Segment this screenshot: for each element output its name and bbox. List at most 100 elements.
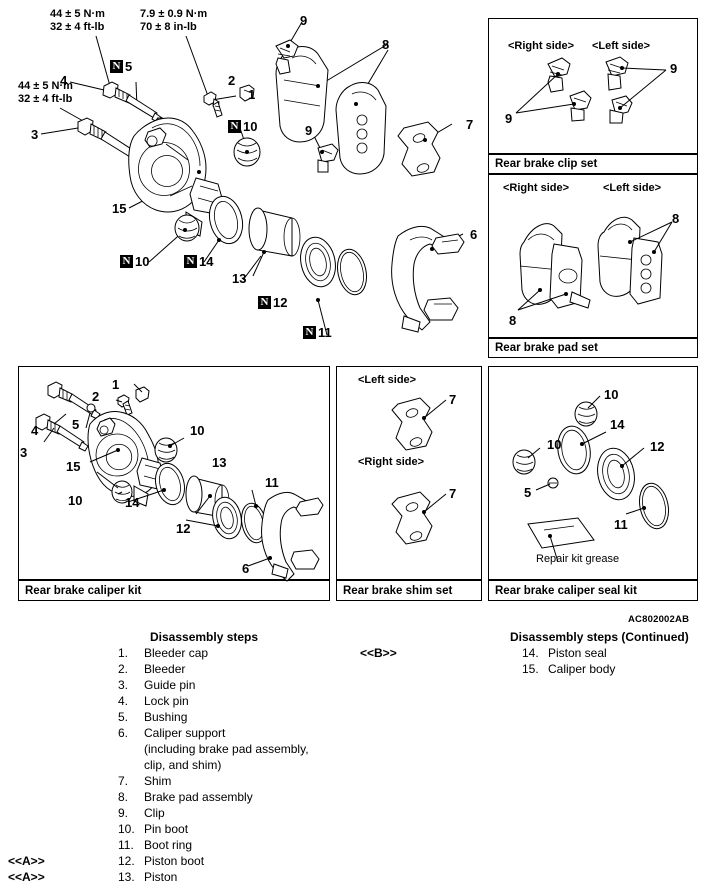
non-reusable-icon: N (303, 326, 316, 339)
caliper-body-art (128, 117, 223, 237)
torque-spec-1: 44 ± 5 N·m 32 ± 4 ft-lb (50, 8, 105, 33)
callout-13: 13 (232, 271, 247, 286)
shim-art (397, 121, 441, 177)
disassembly-step-row: 6. Caliper support (118, 725, 309, 741)
step-number: 13. (118, 870, 135, 884)
disassembly-step-row: 3.Guide pin (118, 677, 309, 693)
clip-art-2 (317, 143, 339, 173)
disassembly-step-row: 4. Lock pin (118, 693, 309, 709)
step-number: 14. (522, 646, 539, 660)
seal-kit-caption-bar: Rear brake caliper seal kit (488, 580, 698, 601)
disassembly-step-row: clip, and shim) (118, 757, 309, 773)
clip-set-callout-left: 9 (505, 111, 513, 126)
step-number (118, 741, 144, 757)
caliper-kit-callout-15: 15 (66, 459, 81, 474)
clip-set-art (515, 56, 667, 124)
step-number: 5. (118, 710, 129, 724)
non-reusable-icon: N (120, 255, 133, 268)
pad-set-callout-right: 8 (672, 211, 680, 226)
piston-boot-art (300, 236, 336, 288)
caliper-kit-callout-12: 12 (176, 521, 191, 536)
non-reusable-icon: N (110, 60, 123, 73)
disassembly-step-row: 11. Boot ring (118, 837, 309, 853)
marker-b: <<B>> (360, 646, 397, 660)
non-reusable-icon: N (184, 255, 197, 268)
clip-set-caption: Rear brake clip set (495, 158, 598, 170)
step-number: 9. (118, 806, 129, 820)
piston-seal-art (208, 195, 244, 245)
callout-n10-lower: N 10 (120, 255, 149, 268)
callout-8: 8 (382, 37, 390, 52)
clip-art-1 (275, 39, 299, 75)
callout-1: 1 (248, 87, 256, 102)
piston-art (248, 207, 301, 257)
marker-a-1: <<A>> (8, 854, 45, 868)
bleeder-art (203, 91, 223, 118)
step-text: Guide pin (144, 678, 196, 692)
disassembly-step-row: 7.Shim (118, 773, 309, 789)
marker-a-2: <<A>> (8, 870, 45, 884)
step-number: 6. (118, 726, 129, 740)
shim-set-callout-top: 7 (449, 392, 457, 407)
boot-ring-art (336, 248, 368, 296)
disassembly-step-row: 14. Piston seal (522, 645, 615, 661)
seal-kit-callout-12: 12 (650, 439, 665, 454)
drawing-id: AC802002AB (628, 614, 690, 625)
lock-pin-art (102, 81, 163, 124)
disassembly-steps-continued-heading: Disassembly steps (Continued) (510, 630, 689, 644)
step-text: Boot ring (144, 838, 193, 852)
disassembly-step-row: 2.Bleeder (118, 661, 309, 677)
shim-set-art (391, 397, 447, 545)
step-text: (including brake pad assembly, (144, 742, 309, 756)
step-text: clip, and shim) (144, 758, 222, 772)
step-text: Clip (144, 806, 165, 820)
step-text: Bushing (144, 710, 188, 724)
seal-kit-callout-14: 14 (610, 417, 625, 432)
step-number: 4. (118, 694, 129, 708)
step-text: Caliper support (144, 726, 226, 740)
pin-boot-lower-art (174, 214, 200, 242)
caliper-kit-caption: Rear brake caliper kit (25, 584, 142, 597)
clip-set-callout-right: 9 (670, 61, 678, 76)
non-reusable-icon: N (228, 120, 241, 133)
caliper-kit-callout-4: 4 (31, 423, 39, 438)
rear-brake-caliper-exploded-art (77, 39, 465, 333)
shim-set-left-side-label: <Left side> (358, 374, 417, 386)
caliper-kit-callout-2: 2 (92, 389, 100, 404)
pad-set-left-side-label: <Left side> (603, 182, 662, 194)
disassembly-step-row: (including brake pad assembly, (118, 741, 309, 757)
step-text: Lock pin (144, 694, 189, 708)
caliper-kit-panel (18, 366, 330, 580)
shim-set-caption-bar: Rear brake shim set (336, 580, 482, 601)
callout-6: 6 (470, 227, 478, 242)
step-text: Piston (144, 870, 178, 884)
callout-3: 3 (31, 127, 39, 142)
caliper-kit-callout-10b: 10 (68, 493, 83, 508)
clip-set-left-side-label: <Left side> (592, 40, 651, 52)
caliper-kit-caption-bar: Rear brake caliper kit (18, 580, 330, 601)
disassembly-step-row: 15.Caliper body (522, 661, 615, 677)
callout-4: 4 (60, 73, 68, 88)
pad-set-caption-bar: Rear brake pad set (488, 338, 698, 358)
pad-set-art (517, 216, 673, 311)
step-number: 12. (118, 854, 135, 868)
callout-2: 2 (228, 73, 236, 88)
callout-n5: N 5 (110, 60, 132, 73)
caliper-kit-callout-13: 13 (212, 455, 227, 470)
callout-n11: N 11 (303, 326, 332, 339)
torque-spec-3: 44 ± 5 N·m 32 ± 4 ft-lb (18, 80, 73, 105)
seal-kit-caption: Rear brake caliper seal kit (495, 584, 637, 597)
callout-9-lower: 9 (305, 123, 313, 138)
pad-set-callout-left: 8 (509, 313, 517, 328)
seal-kit-panel (488, 366, 698, 580)
disassembly-step-row: 1.Bleeder cap (118, 645, 309, 661)
step-number: 11. (118, 838, 134, 852)
step-number: 8. (118, 790, 129, 804)
step-text: Pin boot (144, 822, 189, 836)
step-number (118, 757, 144, 773)
step-text: Piston seal (548, 646, 607, 660)
disassembly-step-row: 9. Clip (118, 805, 309, 821)
